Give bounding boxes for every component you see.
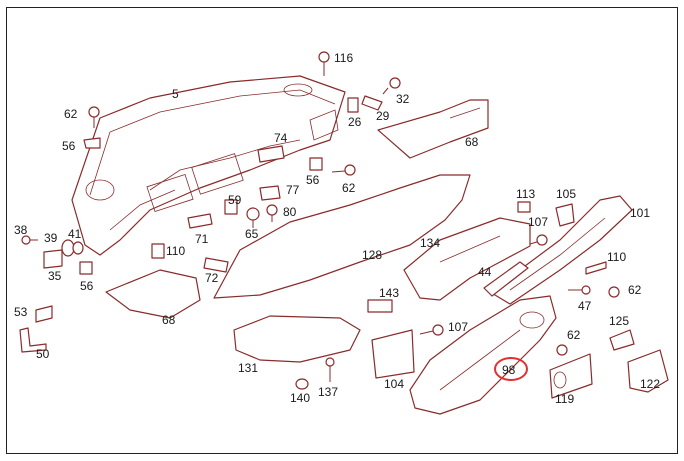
- callout-107-mid: 107: [448, 320, 469, 334]
- screw-137[interactable]: [325, 357, 335, 382]
- clip-26[interactable]: [347, 97, 359, 113]
- clip-116[interactable]: [318, 51, 330, 76]
- part-119[interactable]: [549, 353, 593, 399]
- callout-29: 29: [376, 109, 390, 123]
- clip-59[interactable]: [224, 199, 238, 215]
- callout-119: 119: [555, 392, 575, 406]
- part-44[interactable]: [483, 261, 529, 297]
- clip-113[interactable]: [517, 201, 531, 213]
- callout-134: 134: [420, 236, 441, 250]
- callout-35: 35: [48, 269, 62, 283]
- callout-62-right: 62: [628, 283, 642, 297]
- callout-71: 71: [195, 232, 209, 246]
- screw-107-mid[interactable]: [419, 324, 444, 336]
- bracket-72[interactable]: [203, 257, 229, 273]
- part-125[interactable]: [609, 329, 635, 351]
- screw-62-mid[interactable]: [331, 164, 356, 176]
- callout-80: 80: [283, 205, 297, 219]
- callout-56-top: 56: [62, 139, 76, 153]
- bracket-74[interactable]: [257, 145, 285, 163]
- tray-131[interactable]: [233, 315, 361, 363]
- callout-62-lower: 62: [567, 328, 581, 342]
- callout-113: 113: [516, 187, 536, 201]
- screw-62-right[interactable]: [608, 286, 620, 298]
- callout-104: 104: [384, 377, 405, 391]
- callout-140: 140: [290, 391, 311, 405]
- part-39-41[interactable]: [61, 239, 84, 257]
- callout-41: 41: [68, 227, 82, 241]
- glovebox-lid-98[interactable]: [409, 295, 557, 415]
- screw-38[interactable]: [21, 235, 38, 245]
- panel-68-top[interactable]: [377, 99, 489, 159]
- callout-38: 38: [14, 223, 28, 237]
- callout-56-mid: 56: [306, 173, 320, 187]
- callout-59: 59: [228, 193, 242, 207]
- clip-56-top[interactable]: [83, 137, 101, 149]
- part-143[interactable]: [367, 299, 393, 313]
- callout-122: 122: [640, 377, 661, 391]
- callout-5: 5: [172, 87, 179, 101]
- screw-80[interactable]: [266, 204, 278, 222]
- callout-116: 116: [334, 51, 354, 65]
- callout-77: 77: [286, 183, 300, 197]
- callout-107-top: 107: [528, 215, 549, 229]
- screw-62-lower[interactable]: [556, 344, 568, 356]
- callout-26: 26: [348, 115, 362, 129]
- callout-62-top: 62: [64, 107, 78, 121]
- callout-53: 53: [14, 305, 28, 319]
- screw-47[interactable]: [568, 285, 591, 295]
- callout-110-right: 110: [607, 250, 627, 264]
- callout-137: 137: [318, 385, 339, 399]
- part-105[interactable]: [555, 203, 575, 227]
- screw-107-top[interactable]: [529, 234, 548, 246]
- clip-53[interactable]: [35, 305, 53, 323]
- housing-134[interactable]: [403, 217, 531, 301]
- panel-68-left[interactable]: [105, 269, 201, 319]
- part-122[interactable]: [627, 349, 669, 393]
- clip-77[interactable]: [259, 185, 281, 201]
- cover-128[interactable]: [213, 174, 471, 299]
- part-110-right[interactable]: [585, 261, 607, 275]
- screw-32[interactable]: [382, 77, 401, 95]
- highlight-circle-98: [494, 357, 528, 381]
- callout-110-left: 110: [166, 244, 186, 258]
- callout-47: 47: [578, 299, 592, 313]
- dashboard-part-5[interactable]: [71, 75, 346, 256]
- bracket-50[interactable]: [19, 327, 47, 353]
- screw-62-top[interactable]: [88, 106, 100, 128]
- bracket-35[interactable]: [43, 249, 63, 269]
- callout-50: 50: [36, 347, 50, 361]
- callout-68-top: 68: [465, 135, 479, 149]
- callout-125: 125: [609, 314, 630, 328]
- callout-32: 32: [396, 92, 410, 106]
- rail-101[interactable]: [489, 195, 633, 305]
- callout-72: 72: [205, 271, 219, 285]
- callout-143: 143: [379, 286, 400, 300]
- callout-105: 105: [556, 187, 577, 201]
- bracket-104[interactable]: [371, 329, 415, 379]
- clip-140[interactable]: [295, 378, 309, 390]
- callout-44: 44: [478, 265, 492, 279]
- clip-56-left[interactable]: [79, 261, 93, 275]
- callout-101: 101: [630, 206, 651, 220]
- clip-29[interactable]: [361, 95, 383, 111]
- callout-65: 65: [245, 227, 259, 241]
- callout-62-mid: 62: [342, 181, 356, 195]
- callout-56-left: 56: [80, 279, 94, 293]
- bracket-71[interactable]: [187, 213, 213, 229]
- callout-131: 131: [238, 361, 259, 375]
- callout-74: 74: [274, 131, 288, 145]
- callout-39: 39: [44, 231, 58, 245]
- clip-110-left[interactable]: [151, 243, 165, 259]
- clip-56-mid[interactable]: [309, 157, 323, 171]
- callout-68-left: 68: [162, 313, 176, 327]
- callout-128: 128: [362, 248, 383, 262]
- screw-65[interactable]: [246, 207, 260, 228]
